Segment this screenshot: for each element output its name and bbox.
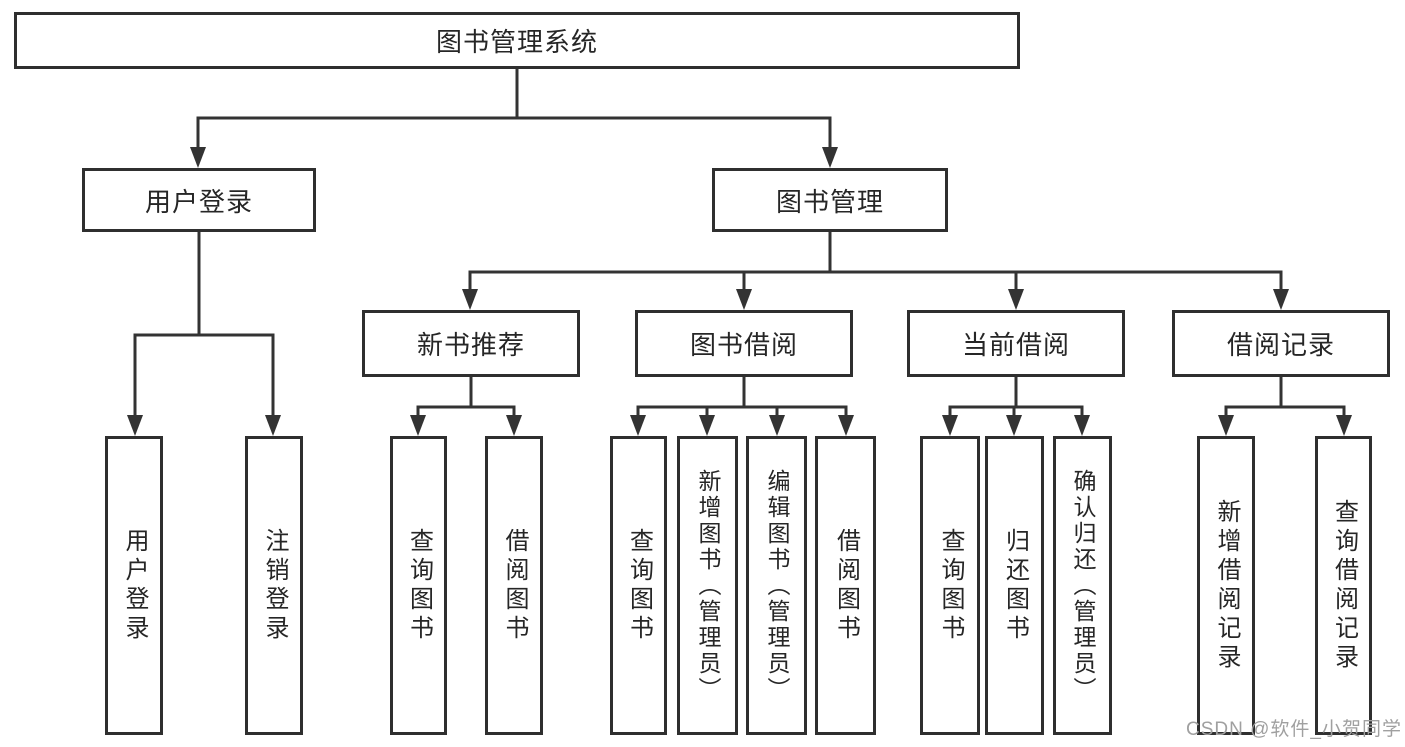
arrowhead-icon bbox=[1273, 289, 1289, 310]
branch-book-management bbox=[462, 232, 1289, 310]
leaf-edit-books-admin-label: 编辑图书（管理员） bbox=[764, 468, 790, 703]
arrowhead-icon bbox=[410, 415, 426, 436]
branch-current-borrow bbox=[942, 377, 1090, 436]
leaf-borrow-books-2-label: 借阅图书 bbox=[832, 527, 860, 644]
leaf-logout: 注销登录 bbox=[245, 436, 303, 735]
arrowhead-icon bbox=[127, 415, 143, 436]
leaf-query-borrow-record-label: 查询借阅记录 bbox=[1330, 498, 1358, 673]
node-root-label: 图书管理系统 bbox=[435, 27, 598, 57]
node-new-books: 新书推荐 bbox=[362, 310, 580, 377]
node-current-borrow: 当前借阅 bbox=[907, 310, 1125, 377]
node-current-borrow-label: 当前借阅 bbox=[961, 330, 1070, 360]
node-user-login: 用户登录 bbox=[82, 168, 316, 232]
node-book-management-label: 图书管理 bbox=[775, 186, 884, 217]
arrowhead-icon bbox=[699, 415, 715, 436]
leaf-borrow-books-2: 借阅图书 bbox=[815, 436, 876, 735]
leaf-query-books-1-label: 查询图书 bbox=[405, 527, 433, 644]
leaf-query-books-2-label: 查询图书 bbox=[625, 527, 653, 644]
leaf-user-login: 用户登录 bbox=[105, 436, 163, 735]
arrowhead-icon bbox=[265, 415, 281, 436]
arrowhead-icon bbox=[1336, 415, 1352, 436]
node-book-borrow-label: 图书借阅 bbox=[689, 330, 798, 360]
leaf-query-books-1: 查询图书 bbox=[390, 436, 447, 735]
branch-new-books bbox=[410, 377, 522, 436]
leaf-query-borrow-record: 查询借阅记录 bbox=[1315, 436, 1372, 735]
leaf-add-books-admin: 新增图书（管理员） bbox=[677, 436, 738, 735]
arrowhead-icon bbox=[190, 147, 206, 168]
arrowhead-icon bbox=[506, 415, 522, 436]
leaf-add-borrow-record-label: 新增借阅记录 bbox=[1213, 498, 1240, 673]
leaf-borrow-books-1: 借阅图书 bbox=[485, 436, 543, 735]
arrowhead-icon bbox=[1218, 415, 1234, 436]
leaf-add-borrow-record: 新增借阅记录 bbox=[1197, 436, 1255, 735]
leaf-query-books-3: 查询图书 bbox=[920, 436, 980, 735]
arrowhead-icon bbox=[1008, 289, 1024, 310]
node-root: 图书管理系统 bbox=[14, 12, 1020, 69]
node-book-borrow: 图书借阅 bbox=[635, 310, 853, 377]
leaf-user-login-label: 用户登录 bbox=[121, 527, 148, 644]
arrowhead-icon bbox=[736, 289, 752, 310]
branch-user-login bbox=[127, 232, 281, 436]
arrowhead-icon bbox=[1006, 415, 1022, 436]
leaf-query-books-3-label: 查询图书 bbox=[937, 527, 964, 644]
node-borrow-records-label: 借阅记录 bbox=[1226, 330, 1335, 360]
leaf-return-books: 归还图书 bbox=[985, 436, 1044, 735]
leaf-edit-books-admin: 编辑图书（管理员） bbox=[746, 436, 807, 735]
branch-borrow-records bbox=[1218, 377, 1352, 436]
node-book-management: 图书管理 bbox=[712, 168, 948, 232]
arrowhead-icon bbox=[822, 147, 838, 168]
leaf-query-books-2: 查询图书 bbox=[610, 436, 667, 735]
arrowhead-icon bbox=[1074, 415, 1090, 436]
arrowhead-icon bbox=[942, 415, 958, 436]
node-borrow-records: 借阅记录 bbox=[1172, 310, 1390, 377]
leaf-add-books-admin-label: 新增图书（管理员） bbox=[695, 468, 721, 703]
branch-root-to-level2 bbox=[190, 69, 838, 168]
arrowhead-icon bbox=[630, 415, 646, 436]
node-new-books-label: 新书推荐 bbox=[416, 330, 525, 360]
leaf-return-books-label: 归还图书 bbox=[1001, 527, 1029, 644]
leaf-confirm-return-admin-label: 确认归还（管理员） bbox=[1070, 468, 1096, 703]
leaf-confirm-return-admin: 确认归还（管理员） bbox=[1053, 436, 1112, 735]
node-user-login-label: 用户登录 bbox=[144, 186, 253, 217]
branch-book-borrow bbox=[630, 377, 854, 436]
arrowhead-icon bbox=[769, 415, 785, 436]
leaf-borrow-books-1-label: 借阅图书 bbox=[501, 527, 528, 644]
arrowhead-icon bbox=[462, 289, 478, 310]
csdn-watermark: CSDN @软件_小贺同学 bbox=[1186, 719, 1402, 740]
leaf-logout-label: 注销登录 bbox=[261, 527, 288, 644]
arrowhead-icon bbox=[838, 415, 854, 436]
